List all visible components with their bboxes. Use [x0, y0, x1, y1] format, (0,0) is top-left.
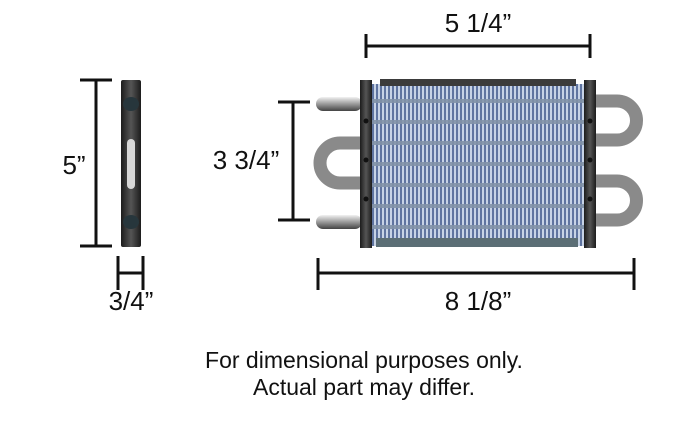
outlet-pipe [316, 215, 362, 229]
disclaimer-line-1: For dimensional purposes only. [205, 347, 523, 373]
thickness-dimension-line [116, 256, 145, 290]
height-label: 5” [62, 150, 85, 180]
inlet-pipe [316, 97, 362, 111]
right-end-plate [584, 80, 596, 248]
overall-length-dimension-line [316, 258, 636, 290]
side-highlight [127, 139, 135, 189]
bottom-channel [376, 238, 578, 247]
left-end-plate [360, 80, 372, 248]
top-channel [380, 79, 576, 86]
left-u-bend [313, 136, 360, 190]
core-width-dimension-line [364, 34, 592, 58]
front-view: 5 1/4” 3 3/4” 8 1/8” [213, 8, 643, 316]
disclaimer-line-2: Actual part may differ. [253, 374, 475, 400]
tubes [372, 99, 584, 229]
thickness-label: 3/4” [109, 286, 154, 316]
port-hole [123, 215, 139, 229]
side-view: 5” 3/4” [62, 78, 154, 316]
port-spacing-label: 3 3/4” [213, 145, 280, 175]
port-spacing-dimension-line [278, 100, 310, 222]
right-u-bend-top [594, 94, 643, 147]
core-width-label: 5 1/4” [445, 8, 512, 38]
overall-length-label: 8 1/8” [445, 286, 512, 316]
right-u-bend-bottom [594, 174, 643, 227]
height-dimension-line [80, 78, 112, 248]
port-hole [123, 97, 139, 111]
